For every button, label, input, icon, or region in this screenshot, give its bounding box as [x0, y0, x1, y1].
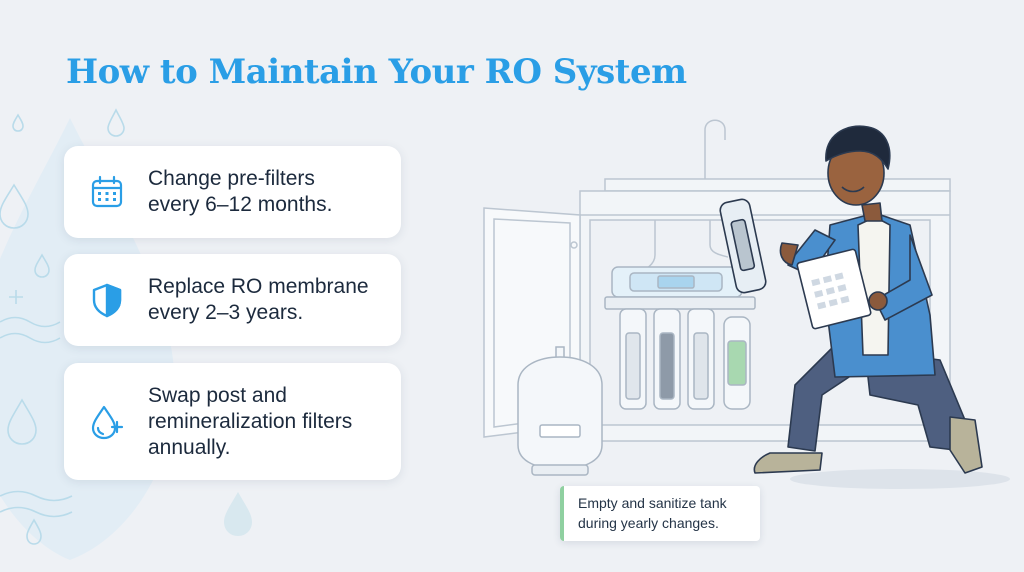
tip-line: every 2–3 years. [148, 301, 304, 324]
tip-line: Replace RO membrane [148, 275, 369, 298]
tip-card-pre-filters: Change pre-filters every 6–12 months. [64, 146, 401, 238]
tip-card-ro-membrane: Replace RO membrane every 2–3 years. [64, 254, 401, 346]
page-title: How to Maintain Your RO System [66, 52, 687, 92]
technician-figure [719, 125, 1010, 489]
water-drop-plus-icon [88, 403, 126, 441]
tip-line: remineralization filters [148, 409, 353, 433]
countertop [604, 178, 951, 192]
ro-storage-tank [517, 346, 603, 476]
tip-line: every 6–12 months. [148, 193, 333, 216]
note-line: during yearly changes. [578, 515, 719, 531]
shield-icon [88, 281, 126, 319]
note-line: Empty and sanitize tank [578, 495, 727, 511]
ro-filter-system [604, 266, 756, 410]
tip-card-post-filters: Swap post and remineralization filters a… [64, 363, 401, 480]
tip-text: Replace RO membrane every 2–3 years. [148, 274, 369, 326]
tip-text: Swap post and remineralization filters a… [148, 383, 352, 461]
tip-line: annually. [148, 435, 231, 459]
ro-system-illustration [483, 119, 1010, 489]
tip-text: Change pre-filters every 6–12 months. [148, 166, 332, 218]
tip-line: Swap post and [148, 383, 287, 407]
tank-tip-note: Empty and sanitize tank during yearly ch… [560, 486, 760, 541]
faucet [704, 119, 726, 185]
calendar-icon [88, 173, 126, 211]
tip-line: Change pre-filters [148, 167, 315, 190]
